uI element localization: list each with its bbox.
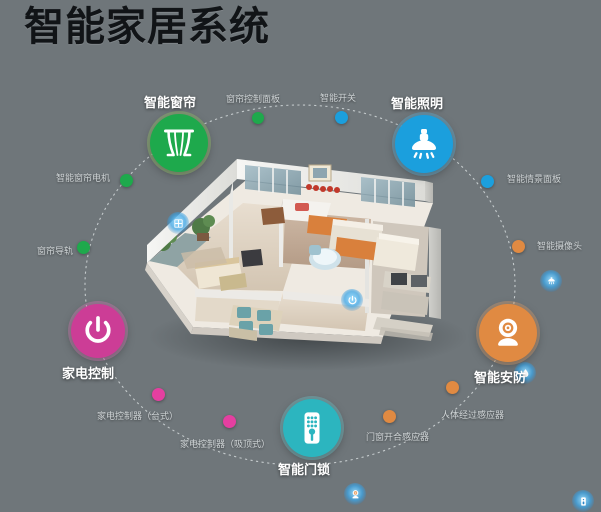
camera-icon xyxy=(490,315,526,351)
stop-label-curtain-control-panel: 窗帘控制面板 xyxy=(226,95,281,105)
stop-label-smart-switch: 智能开关 xyxy=(320,94,357,104)
stop-dot-smart-curtain-motor[interactable] xyxy=(119,173,133,187)
hub-node-smart-security[interactable] xyxy=(479,304,537,362)
stop-dot-door-window-sensor[interactable] xyxy=(382,409,396,423)
stop-dot-appliance-controller-desktop[interactable] xyxy=(151,387,165,401)
hub-label-smart-lighting: 智能照明 xyxy=(391,97,444,112)
stop-label-human-motion-sensor: 人体经过感应器 xyxy=(441,411,505,421)
marker-living-window[interactable] xyxy=(167,212,189,234)
stop-label-smart-curtain-motor: 智能窗帘电机 xyxy=(56,174,111,184)
keypad-lock-icon xyxy=(294,410,330,446)
stop-label-curtain-rail: 窗帘导轨 xyxy=(37,247,74,257)
curtain-icon xyxy=(161,125,197,161)
power-icon xyxy=(81,314,115,348)
window-icon xyxy=(173,218,184,229)
hub-label-smart-curtain: 智能窗帘 xyxy=(144,96,197,111)
stop-label-door-window-sensor: 门窗开合感应器 xyxy=(366,433,430,443)
stop-label-smart-camera: 智能摄像头 xyxy=(537,242,583,252)
stop-dot-appliance-controller-ceiling[interactable] xyxy=(222,414,236,428)
lock-icon xyxy=(578,496,589,507)
hub-label-smart-security: 智能安防 xyxy=(474,371,527,386)
camera-icon xyxy=(350,489,361,500)
power-icon xyxy=(347,295,358,306)
hub-node-appliance-control[interactable] xyxy=(71,304,125,358)
stop-dot-curtain-rail[interactable] xyxy=(76,240,90,254)
hub-label-smart-door-lock: 智能门锁 xyxy=(278,463,331,478)
stop-dot-smart-camera[interactable] xyxy=(511,239,525,253)
stop-label-smart-scene-panel: 智能情景面板 xyxy=(507,175,562,185)
marker-bath[interactable] xyxy=(514,362,536,384)
marker-ceiling-light[interactable] xyxy=(540,270,562,292)
marker-camera[interactable] xyxy=(344,483,366,505)
hub-node-smart-lighting[interactable] xyxy=(395,115,453,173)
light-icon xyxy=(546,276,557,287)
stop-dot-smart-scene-panel[interactable] xyxy=(480,174,494,188)
floorplan-3d xyxy=(145,159,468,371)
page-title: 智能家居系统 xyxy=(24,4,270,50)
hub-label-appliance-control: 家电控制 xyxy=(62,367,115,382)
stop-label-appliance-controller-ceiling: 家电控制器（吸顶式） xyxy=(180,440,271,450)
droplet-icon xyxy=(520,368,531,379)
marker-door-lock[interactable] xyxy=(572,490,594,512)
house-illustration xyxy=(133,141,594,512)
marker-power[interactable] xyxy=(341,289,363,311)
stop-label-appliance-controller-desktop: 家电控制器（台式） xyxy=(97,412,179,422)
ceiling-light-icon xyxy=(406,126,442,162)
stop-dot-curtain-control-panel[interactable] xyxy=(252,112,264,124)
stop-dot-smart-switch[interactable] xyxy=(334,110,348,124)
stop-dot-human-motion-sensor[interactable] xyxy=(445,380,459,394)
hub-node-smart-door-lock[interactable] xyxy=(283,399,341,457)
hub-node-smart-curtain[interactable] xyxy=(150,114,208,172)
